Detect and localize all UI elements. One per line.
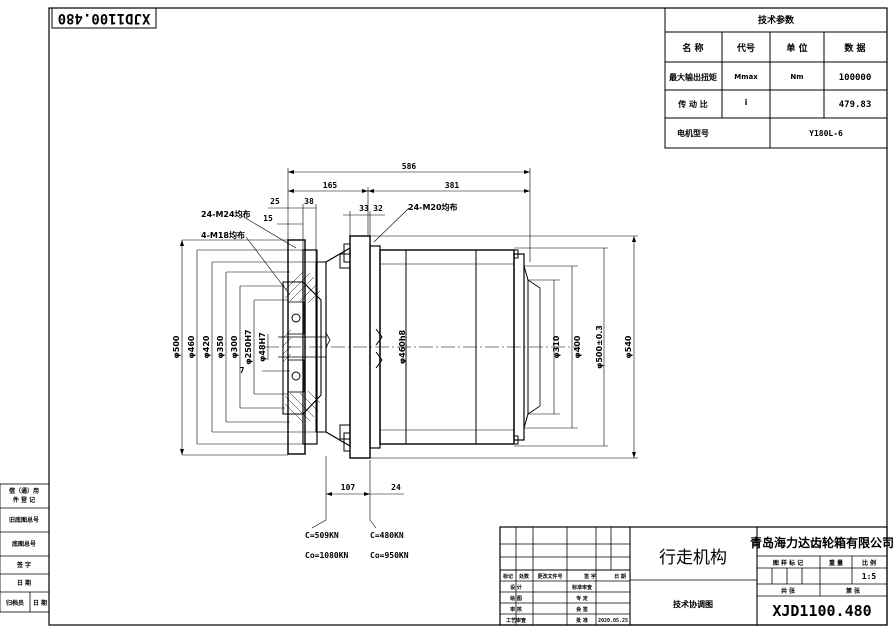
dia-400: φ400 [573,335,582,358]
sheet-number: 第 张 [845,587,861,595]
rev-header-doc: 更改文件号 [537,573,562,580]
scale-header: 比 例 [862,559,876,567]
tech-row1-unit: Nm [790,73,803,81]
dia-460h8: φ460h8 [398,329,407,364]
role-design: 设 计 [510,584,522,591]
tech-params-title: 技术参数 [758,14,795,26]
sheet-total: 共 张 [781,587,796,595]
weight-header: 重 量 [829,559,843,567]
role-countersign: 会 签 [575,606,589,613]
dim-107: 107 [341,483,356,492]
tech-params-table [664,7,888,149]
stamp-date: 日 期 [17,579,31,587]
dia-48h7: φ48H7 [258,332,267,362]
bolt-label-left: 24-M24均布 [201,209,251,219]
load-left-c: C=509KN [305,531,339,540]
dia-500-tol: φ500±0.3 [595,325,604,369]
role-process: 工艺审查 [506,617,527,624]
sheet-border [48,7,888,626]
rev-header-count: 处数 [518,573,530,580]
title-name: 行走机构 [659,548,727,568]
role-standard: 标准审查 [571,584,593,591]
role-approve: 批 准 [576,617,588,624]
dimension-arrows [180,170,636,496]
tech-row2-name: 传 动 比 [677,99,708,109]
rev-header-sign: 签 字 [583,573,596,580]
dia-310: φ310 [552,335,561,358]
output-flange [287,239,306,455]
dim-38: 38 [304,197,314,206]
stamp-archive-date: 日 期 [33,599,47,607]
tech-header-unit: 单 位 [786,42,807,54]
load-right-co: Co=950KN [370,551,409,560]
tech-header-value: 数 据 [844,42,865,54]
section-hatching [282,271,321,423]
hub-section [278,281,326,415]
stamp-signature: 签 字 [16,561,31,569]
title-block [499,526,888,626]
role-fix: 专 定 [576,595,588,602]
tech-row1-value: 100000 [839,73,872,83]
stamp-register: 件 登 记 [13,496,35,504]
scale-value: 1:5 [862,572,877,581]
tech-row1-name: 最大输出扭矩 [669,72,717,82]
tech-row2-value: 479.83 [839,100,872,110]
stamp-old-master: 旧底图总号 [9,516,39,524]
dia-500: φ500 [172,335,181,358]
tech-row1-code: Mmax [734,73,758,81]
gearbox-assembly [265,235,580,459]
stage-mark-header: 图 样 标 记 [773,559,803,567]
dia-420: φ420 [202,335,211,358]
load-right-c: C=480KN [370,531,404,540]
left-stamp-column [0,483,50,613]
rev-header-date: 日 期 [614,573,626,580]
dimension-lines [181,168,638,529]
stamp-archivist: 归档员 [6,599,24,607]
dia-460: φ460 [187,335,196,358]
dim-381: 381 [445,181,460,190]
rotated-drawing-number: XJD1100.480 [58,10,151,26]
company-name: 青岛海力达齿轮箱有限公司 [750,535,894,550]
title-drawing-number: XJD1100.480 [772,602,871,620]
load-left-co: Co=1080KN [305,551,349,560]
title-subtitle: 技术协调图 [673,599,713,609]
dim-32: 32 [373,204,383,213]
stamp-master: 底图总号 [12,540,36,548]
tech-motor-value: Y180L-6 [809,129,843,138]
dia-250h7: φ250H7 [244,329,253,364]
rev-header-mark: 标记 [502,573,513,580]
bolt-label-right: 24-M20均布 [408,202,458,212]
dim-165: 165 [323,181,338,190]
dim-7: 7 [240,366,245,375]
dia-300: φ300 [230,335,239,358]
dim-24: 24 [391,483,401,492]
dia-540: φ540 [624,335,633,358]
stamp-borrowed: 借（通）用 [8,487,39,495]
tech-header-name: 名 称 [682,42,703,54]
dia-350: φ350 [216,335,225,358]
role-review: 审 核 [510,606,522,613]
bolt-label-inner: 4-M18均布 [201,230,245,240]
approval-date: 2020.05.25 [598,618,628,624]
role-draw: 绘 图 [510,595,522,602]
tech-header-code: 代号 [736,42,755,54]
dim-33: 33 [359,204,369,213]
dim-586: 586 [402,162,417,171]
dim-25: 25 [270,197,280,206]
rotated-drawing-number-box: XJD1100.480 [51,7,157,29]
dim-15: 15 [263,214,273,223]
tech-motor-label: 电机型号 [677,128,709,138]
tech-row2-code: i [745,98,748,107]
